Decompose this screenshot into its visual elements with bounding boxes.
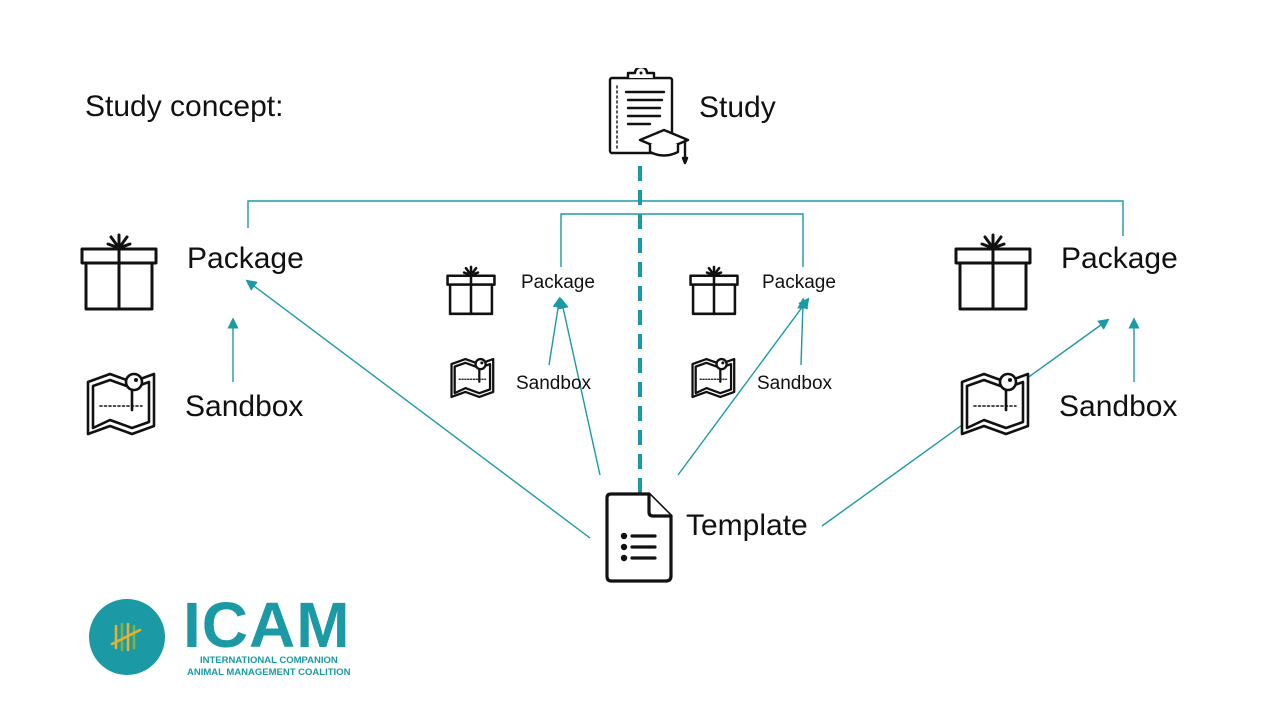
map-pin-icon bbox=[691, 357, 736, 399]
clipboard-graduation-cap-icon bbox=[608, 68, 690, 165]
gift-box-icon bbox=[689, 265, 739, 316]
arrow-sandbox-inner-right bbox=[797, 297, 809, 366]
sandbox-left-label: Sandbox bbox=[185, 390, 304, 423]
outer-bracket bbox=[247, 200, 1124, 236]
package-inner-left-label: Package bbox=[521, 272, 595, 293]
sandbox-inner-right-label: Sandbox bbox=[757, 373, 833, 394]
template-label: Template bbox=[686, 509, 808, 542]
gift-box-icon bbox=[446, 265, 496, 316]
arrow-template-package-inner-right bbox=[677, 297, 810, 476]
sandbox-inner-left-label: Sandbox bbox=[516, 373, 592, 394]
arrow-template-package-inner-left bbox=[557, 297, 601, 476]
study-label: Study bbox=[699, 91, 776, 124]
package-inner-right-label: Package bbox=[762, 272, 836, 293]
inner-bracket bbox=[560, 213, 804, 267]
map-pin-icon bbox=[86, 372, 156, 436]
package-right-label: Package bbox=[1061, 242, 1178, 275]
document-list-icon bbox=[605, 492, 673, 583]
arrow-template-package-left bbox=[245, 279, 591, 539]
arrow-sandbox-inner-left bbox=[548, 296, 564, 366]
logo-name: ICAM bbox=[183, 589, 351, 661]
icam-logo-icon bbox=[89, 599, 165, 675]
page-title: Study concept: bbox=[85, 90, 284, 123]
logo-subtitle-line2: ANIMAL MANAGEMENT COALITION bbox=[187, 667, 351, 678]
package-left-label: Package bbox=[187, 242, 304, 275]
gift-box-icon bbox=[954, 233, 1032, 311]
sandbox-right-label: Sandbox bbox=[1059, 390, 1178, 423]
map-pin-icon bbox=[960, 372, 1030, 436]
map-pin-icon bbox=[450, 357, 495, 399]
logo-subtitle-line1: INTERNATIONAL COMPANION bbox=[200, 655, 338, 666]
gift-box-icon bbox=[80, 233, 158, 311]
